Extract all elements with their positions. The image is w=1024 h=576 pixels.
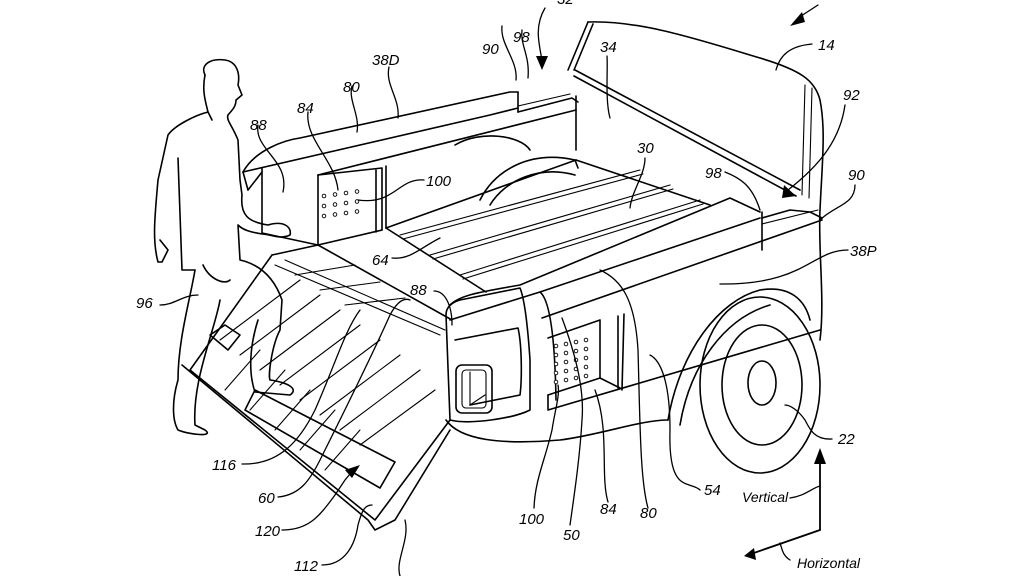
perforation-hole	[563, 350, 569, 356]
label-14: 14	[818, 37, 835, 54]
perforation-hole	[573, 339, 579, 345]
taillight	[445, 287, 669, 443]
label-112: 112	[294, 558, 319, 575]
perforation-hole	[354, 189, 360, 194]
perforation-hole	[553, 379, 559, 385]
perforation-hole	[563, 377, 569, 383]
label-22: 22	[837, 431, 855, 448]
perforation-hole	[332, 212, 338, 217]
label-64: 64	[372, 252, 389, 269]
label-96: 96	[136, 295, 153, 312]
perforation-hole	[343, 210, 349, 216]
perforation-hole	[332, 192, 338, 197]
perforation-hole	[553, 352, 559, 358]
label-50: 50	[563, 527, 580, 544]
perforation-hole	[573, 375, 579, 381]
perforation-hole	[553, 343, 559, 349]
driver-side-rail	[242, 91, 579, 246]
label-84-bottom: 84	[600, 501, 617, 518]
label-98-top: 98	[513, 29, 530, 46]
axis-label-vertical: Vertical	[742, 489, 789, 505]
perforation-hole	[583, 373, 589, 379]
label-84-top: 84	[297, 100, 314, 117]
label-90-top: 90	[482, 41, 499, 58]
truck-cab	[567, 21, 824, 341]
label-100-bottom: 100	[519, 511, 545, 528]
tailgate-ramp	[181, 244, 453, 531]
label-38D: 38D	[372, 52, 400, 69]
perforation-hole	[553, 370, 559, 376]
perforation-hole	[321, 213, 327, 219]
bed-floor	[385, 135, 711, 293]
perforation-hole	[573, 348, 579, 354]
label-88-mid: 88	[410, 282, 427, 299]
perforation-hole	[343, 200, 349, 206]
leader-lines	[159, 4, 856, 576]
perforation-hole	[354, 209, 360, 214]
passenger-side-perforated-panel	[553, 337, 589, 385]
passenger-side-rail	[449, 197, 823, 411]
rear-wheel	[667, 288, 821, 474]
perforation-hole	[343, 190, 349, 196]
label-32: 32	[557, 0, 574, 8]
perforation-hole	[332, 202, 338, 207]
perforation-hole	[553, 361, 559, 367]
person-silhouette	[153, 58, 295, 436]
label-80-bottom: 80	[640, 505, 657, 522]
perforation-hole	[583, 337, 589, 343]
label-30: 30	[637, 140, 654, 157]
perforation-hole	[583, 346, 589, 352]
perforation-hole	[563, 359, 569, 365]
label-92: 92	[843, 87, 860, 104]
label-54: 54	[704, 482, 721, 499]
label-120: 120	[255, 523, 281, 540]
label-80-top: 80	[343, 79, 360, 96]
perforation-hole	[583, 364, 589, 370]
label-98-right: 98	[705, 165, 722, 182]
perforation-hole	[321, 193, 327, 199]
perforation-hole	[583, 355, 589, 361]
label-88-left: 88	[250, 117, 267, 134]
perforation-hole	[563, 341, 569, 347]
perforation-hole	[321, 203, 327, 209]
driver-side-perforated-panel	[321, 189, 360, 219]
perforation-hole	[563, 368, 569, 374]
reference-labels: 14 32 34 98 90 38D 80 84 88 100 30 92 98…	[136, 0, 877, 575]
label-100-top: 100	[426, 173, 452, 190]
label-34: 34	[600, 39, 617, 56]
label-38P: 38P	[850, 243, 877, 260]
axis-label-horizontal: Horizontal	[797, 555, 861, 571]
label-116: 116	[212, 457, 237, 474]
label-60: 60	[258, 490, 275, 507]
label-90-right: 90	[848, 167, 865, 184]
